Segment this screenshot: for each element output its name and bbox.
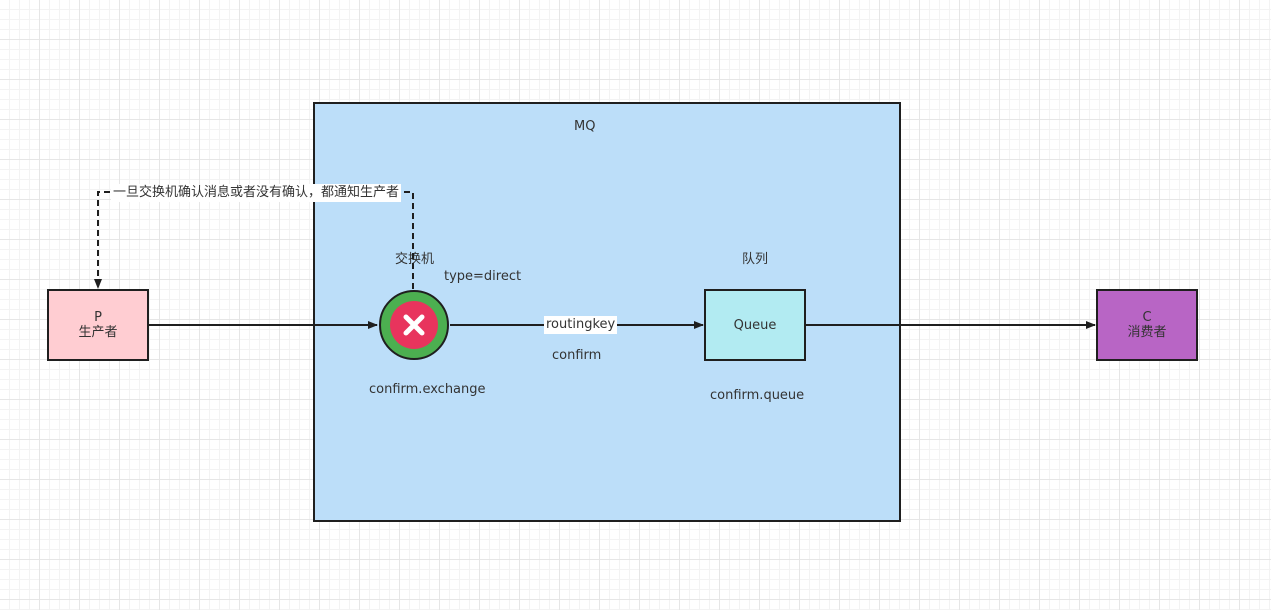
consumer-title: C bbox=[1142, 310, 1152, 325]
producer-node: P 生产者 bbox=[47, 289, 149, 361]
consumer-subtitle: 消费者 bbox=[1127, 325, 1167, 340]
exchange-type-label: type=direct bbox=[444, 269, 522, 284]
queue-label: Queue bbox=[733, 317, 777, 333]
exchange-caption: 交换机 bbox=[395, 252, 435, 267]
consumer-node: C 消费者 bbox=[1096, 289, 1198, 361]
producer-subtitle: 生产者 bbox=[78, 325, 118, 340]
exchange-name: confirm.exchange bbox=[369, 382, 486, 397]
routingkey-label: routingkey bbox=[544, 316, 618, 334]
feedback-label: 一旦交换机确认消息或者没有确认，都通知生产者 bbox=[111, 184, 402, 202]
producer-title: P bbox=[94, 310, 102, 325]
queue-node: Queue bbox=[704, 289, 806, 361]
feedback-edge bbox=[94, 191, 414, 289]
queue-name: confirm.queue bbox=[710, 388, 805, 403]
exchange-cross bbox=[403, 314, 425, 336]
close-icon bbox=[379, 290, 449, 360]
queue-caption: 队列 bbox=[742, 252, 769, 267]
mq-title: MQ bbox=[574, 119, 596, 134]
routingkey-value: confirm bbox=[552, 348, 602, 363]
